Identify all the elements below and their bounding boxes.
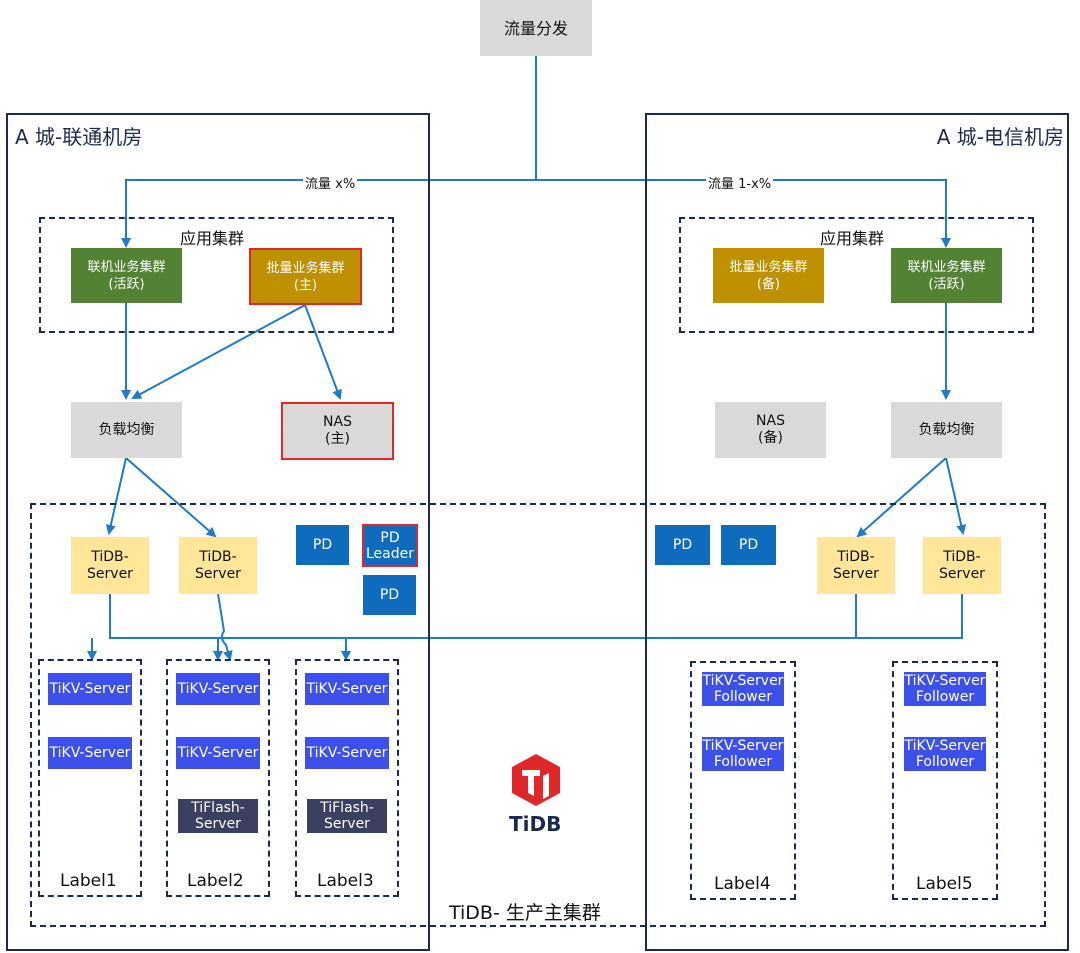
batch-to-lb-line [131,304,306,399]
right-nas: NAS (备) [715,402,826,458]
left-load-balancer: 负载均衡 [71,402,182,458]
label5-tikv-follower-1: TiKV-Server Follower [904,672,986,706]
left-flow-label: 流量 x% [303,173,358,192]
right-app-cluster [679,217,1034,333]
label4-name: Label4 [714,874,771,894]
label3-tikv-1: TiKV-Server [305,673,389,705]
tidb-logo-icon [512,754,560,806]
label5-zone [892,661,998,900]
lb-right-to-tidb4-line [945,457,967,535]
lb-right-to-tidb3-line [856,457,947,538]
tidb1-bus-line [109,594,963,639]
tidb-cluster-caption: TiDB- 生产主集群 [449,902,601,924]
label1-name: Label1 [60,871,117,891]
lb-left-to-tidb2-line [125,457,217,538]
tidb-logo-text: TiDB [509,812,562,836]
pd-leader-node: PD Leader [362,524,418,567]
label2-zone [166,659,270,897]
left-online-cluster: 联机业务集群 (活跃) [71,248,182,303]
label2-tikv-1: TiKV-Server [176,673,260,705]
tidb-production-cluster [30,503,1046,927]
label1-tikv-1: TiKV-Server [48,673,132,705]
left-nas: NAS (主) [281,402,394,460]
right-app-cluster-title: 应用集群 [820,229,885,248]
pd-node-left-3: PD [363,575,416,615]
label3-name: Label3 [317,871,374,891]
tidb-server-1: TiDB- Server [71,537,149,594]
lb-left-to-tidb1-line [105,457,127,535]
traffic-left-line [121,179,536,248]
label2-tiflash: TiFlash- Server [178,799,258,833]
right-room-title: A 城-电信机房 [936,125,1064,149]
left-app-cluster [39,217,394,333]
label4-tikv-follower-2: TiKV-Server Follower [702,737,784,771]
pd-node-right-2: PD [721,525,776,565]
label4-tikv-follower-1: TiKV-Server Follower [702,672,784,706]
tidb-server-4: TiDB- Server [923,537,1001,594]
label3-zone [295,659,399,897]
tidb-server-2: TiDB- Server [179,537,257,594]
batch-to-nas-line [304,304,342,400]
label2-name: Label2 [187,871,244,891]
left-room-border [6,113,430,951]
pd-node-left-1: PD [296,525,349,565]
right-room-border [645,113,1069,951]
label1-zone [38,659,142,897]
label5-name: Label5 [916,874,973,894]
traffic-dispatch-box: 流量分发 [480,0,592,56]
label3-tikv-2: TiKV-Server [305,737,389,769]
label4-zone [690,661,796,900]
traffic-right-line [536,179,951,248]
label2-tikv-2: TiKV-Server [176,737,260,769]
right-batch-cluster: 批量业务集群 (备) [713,248,824,303]
left-app-cluster-title: 应用集群 [180,229,245,248]
label5-tikv-follower-2: TiKV-Server Follower [904,737,986,771]
left-room-title: A 城-联通机房 [15,125,143,149]
label3-tiflash: TiFlash- Server [307,799,387,833]
right-load-balancer: 负载均衡 [891,402,1002,458]
right-flow-label: 流量 1-x% [706,173,774,192]
label1-tikv-2: TiKV-Server [48,737,132,769]
tidb-server-3: TiDB- Server [817,537,895,594]
pd-node-right-1: PD [655,525,710,565]
tidb2-to-label2-line [217,593,233,661]
left-batch-cluster: 批量业务集群 (主) [249,248,362,305]
right-online-cluster: 联机业务集群 (活跃) [891,248,1002,303]
